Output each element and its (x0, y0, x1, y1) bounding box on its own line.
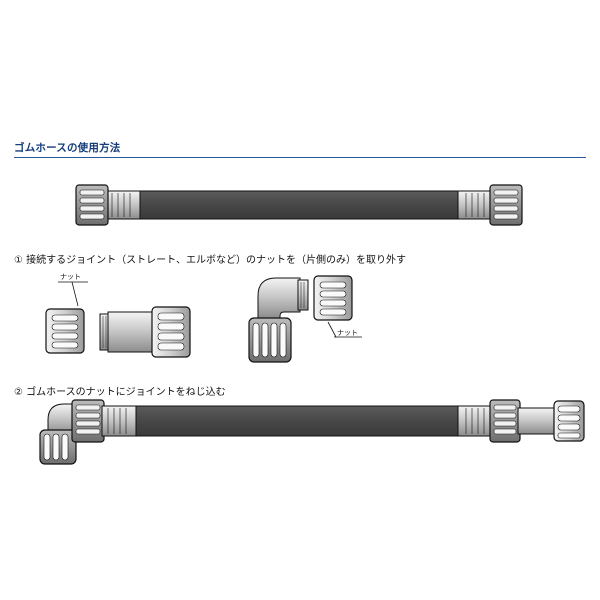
elbow-screwed (39, 403, 77, 465)
section-divider (14, 157, 586, 158)
hose-body-2 (133, 405, 461, 437)
attached-nut-elbow (248, 317, 292, 363)
removed-nut-straight (45, 308, 85, 354)
step-1-text: ① 接続するジョイント（ストレート、エルボなど）のナットを（片側のみ）を取り外す (14, 255, 406, 266)
straight-joint-nut-2 (553, 400, 585, 442)
joint-body (107, 311, 157, 353)
step-2-text: ② ゴムホースのナットにジョイントをねじ込む (14, 387, 226, 398)
nut-label-1: ナット (60, 273, 81, 281)
hose-nut-left-2 (71, 399, 105, 443)
ferrule-left (105, 190, 141, 220)
ferrule-right (457, 190, 493, 220)
removed-nut-elbow (313, 275, 353, 321)
ferrule-left-2 (101, 405, 137, 437)
nut-right (489, 184, 523, 226)
section-title: ゴムホースの使用方法 (14, 142, 121, 154)
hose-assembly-top (75, 184, 523, 226)
elbow-joint-step1: ナット (248, 275, 362, 363)
attached-nut-straight (151, 306, 191, 358)
elbow-body (257, 277, 301, 319)
nut-label-2: ナット (337, 329, 358, 337)
hose-nut-right-2 (489, 399, 521, 443)
straight-joint-step1: ナット (45, 273, 191, 358)
hose-assembly-step2 (39, 399, 585, 465)
nut-left (75, 184, 109, 226)
straight-joint-body-2 (517, 407, 557, 435)
hose-body (137, 190, 461, 220)
ferrule-right-2 (457, 405, 493, 437)
